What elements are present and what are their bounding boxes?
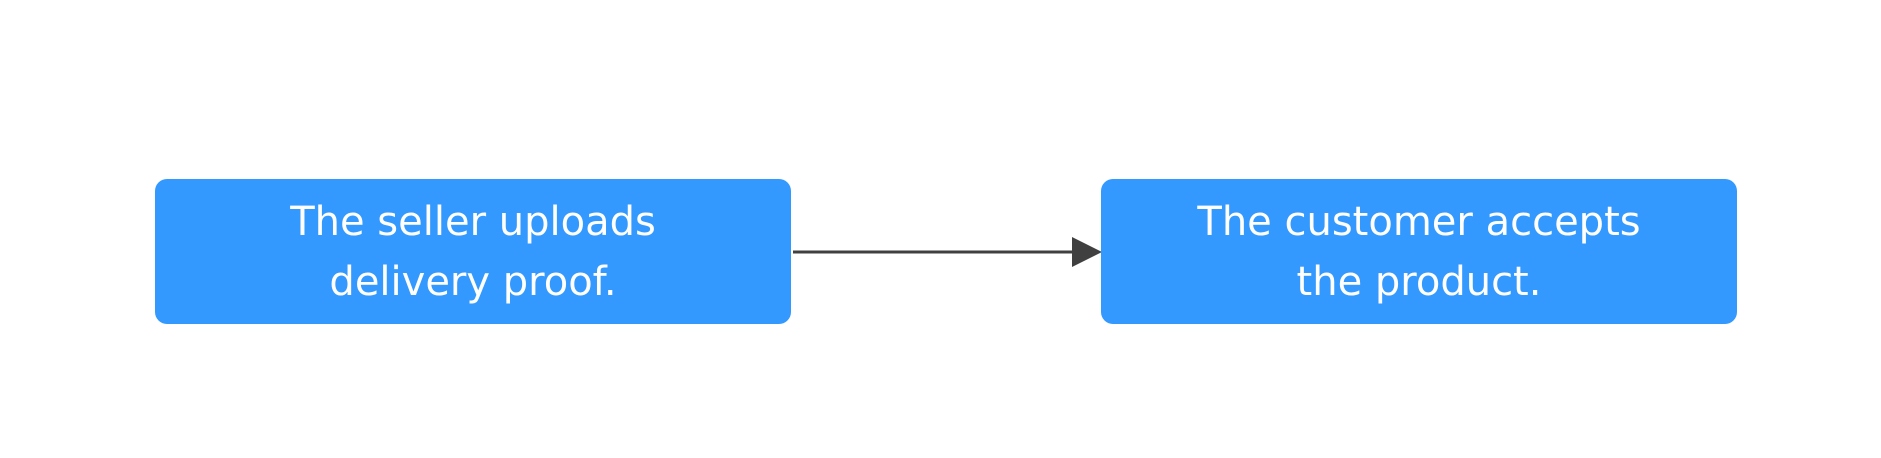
node-label: The seller uploads delivery proof. — [290, 198, 656, 305]
node-customer-accepts-product: The customer accepts the product. — [1101, 179, 1737, 324]
node-seller-uploads-proof: The seller uploads delivery proof. — [155, 179, 791, 324]
node-label: The customer accepts the product. — [1197, 198, 1641, 305]
